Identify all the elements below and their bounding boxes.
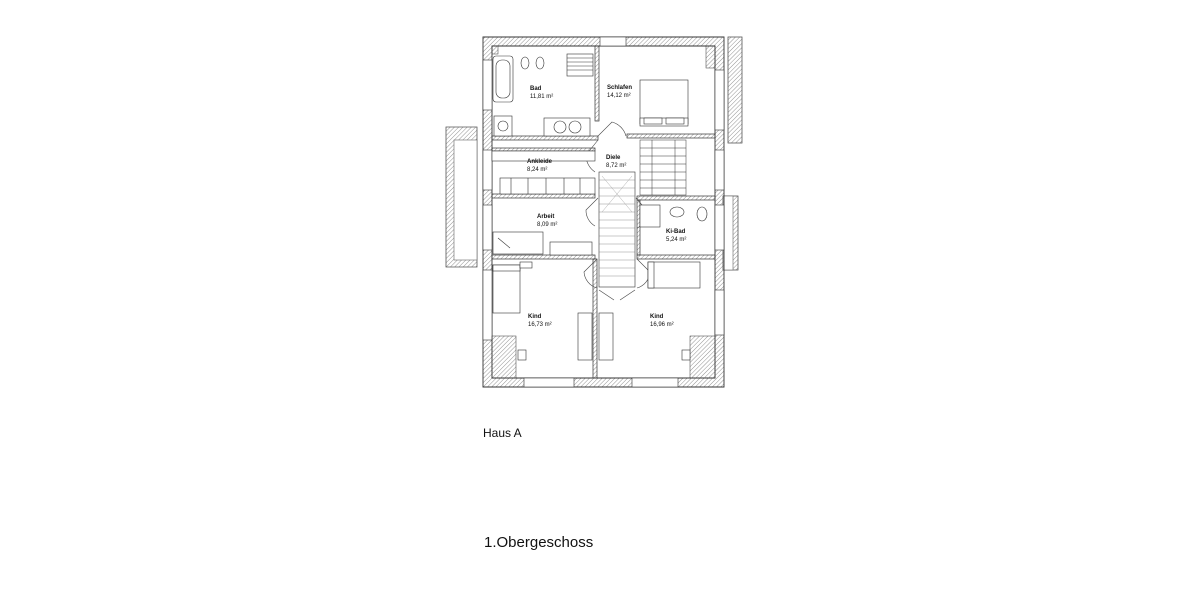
kids-bed-right [647,261,701,289]
interior-walls [491,45,716,379]
kids-desks [517,312,691,361]
bathroom-fixtures [493,53,594,137]
wardrobe [491,150,596,195]
double-bed [639,79,689,127]
room-area-arbeit: 8,09 m² [537,222,557,228]
room-name-diele: Diele [606,155,621,161]
room-name-ankleide: Ankleide [527,159,553,165]
room-area-schlafen: 14,12 m² [607,93,631,99]
hallway-shaft [598,171,636,288]
kids-bed-left [492,261,533,314]
kids-bath-fixtures [639,204,708,228]
room-area-ankleide: 8,24 m² [527,167,547,173]
room-area-bad: 11,81 m² [530,94,553,100]
bathtub [492,55,514,103]
room-name-kibad: Ki-Bad [666,229,686,235]
exterior-walls [482,36,725,388]
room-name-kind-right: Kind [650,314,664,320]
room-area-kibad: 5,24 m² [666,237,686,243]
balcony-right-top [727,36,743,144]
room-name-schlafen: Schlafen [607,85,632,91]
room-name-bad: Bad [530,86,542,92]
room-area-diele: 8,72 m² [606,163,626,169]
room-name-kind-left: Kind [528,314,542,320]
floor-label: 1.Obergeschoss [484,534,594,551]
desk [492,231,593,256]
house-label: Haus A [483,426,522,440]
room-area-kind-left: 16,73 m² [528,322,552,328]
staircase [639,139,687,196]
room-area-kind-right: 16,96 m² [650,322,674,328]
balcony-right-bottom [722,195,739,271]
room-name-arbeit: Arbeit [537,214,554,220]
balcony-left [445,126,478,268]
